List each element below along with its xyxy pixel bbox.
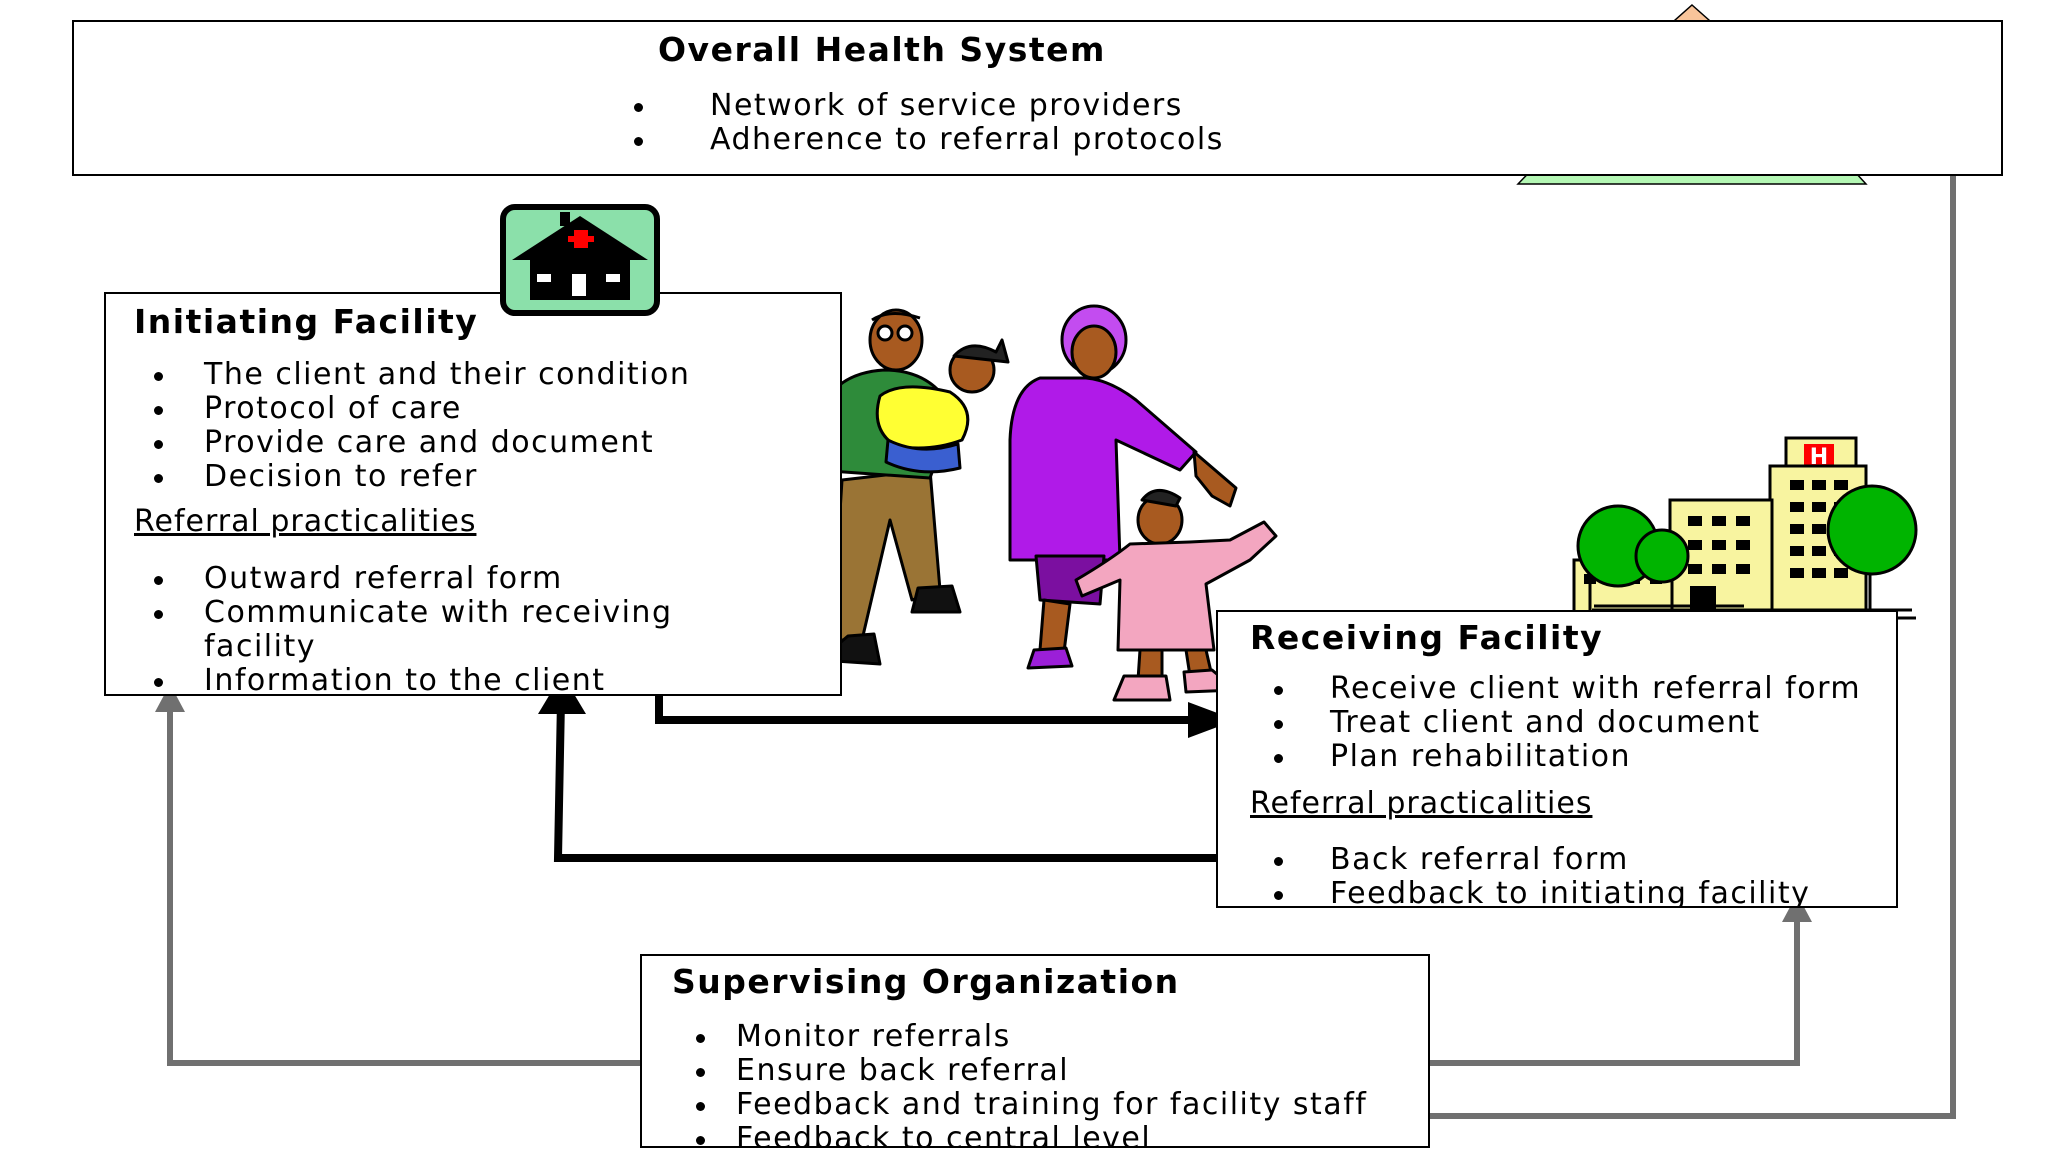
arrow-supervising-to-initiating [155,684,655,1066]
list-item: Feedback and training for facility staff [696,1088,1367,1122]
receiving-facility-box: Receiving Facility Receive client with r… [1216,610,1898,908]
initiating-facility-box: Initiating Facility The client and their… [104,292,842,696]
initiating-title: Initiating Facility [134,302,479,341]
list-item: Feedback to initiating facility [1274,877,1810,906]
receiving-subheading: Referral practicalities [1250,786,1593,821]
list-item: Information to the client [154,664,714,694]
list-item: Feedback to central level [696,1122,1367,1146]
list-item: The client and their condition [154,358,690,392]
overall-title: Overall Health System [658,30,1106,69]
list-item: Plan rehabilitation [1274,740,1861,774]
list-item: Treat client and document [1274,706,1861,740]
arrow-supervising-to-receiving [1400,894,1812,1066]
supervising-organization-box: Supervising Organization Monitor referra… [640,954,1430,1148]
list-item: Receive client with referral form [1274,672,1861,706]
health-post-icon [500,204,660,316]
list-item: Outward referral form [154,562,714,596]
list-item: Protocol of care [154,392,690,426]
initiating-bullets: The client and their condition Protocol … [154,358,690,494]
receiving-bullets: Receive client with referral form Treat … [1274,672,1861,774]
list-item: Network of service providers [634,89,1224,123]
overall-health-system-box: Overall Health System Network of service… [72,20,2003,176]
initiating-subheading: Referral practicalities [134,504,477,539]
supervising-bullets: Monitor referrals Ensure back referral F… [696,1020,1367,1146]
list-item: Communicate with receiving facility [154,596,714,664]
receiving-practicalities: Back referral form Feedback to initiatin… [1274,843,1810,906]
hospital-building-icon: H [1572,436,1918,620]
list-item: Provide care and document [154,426,690,460]
list-item: Back referral form [1274,843,1810,877]
list-item: Adherence to referral protocols [634,123,1224,157]
list-item: Monitor referrals [696,1020,1367,1054]
overall-bullets: Network of service providers Adherence t… [634,89,1224,157]
initiating-practicalities: Outward referral form Communicate with r… [154,562,714,694]
family-illustration [813,304,1278,702]
receiving-title: Receiving Facility [1250,618,1604,657]
svg-text:H: H [1810,445,1828,470]
supervising-title: Supervising Organization [672,962,1180,1001]
list-item: Decision to refer [154,460,690,494]
list-item: Ensure back referral [696,1054,1367,1088]
arrow-receiving-to-initiating [538,674,1240,862]
